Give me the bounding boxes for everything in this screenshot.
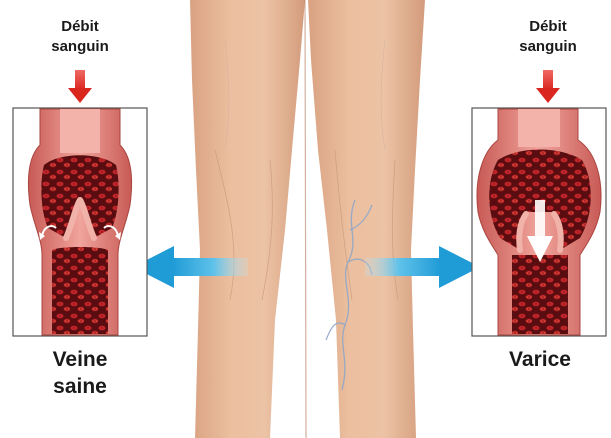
left-flow-label-line1: Débit [25, 17, 135, 37]
left-flow-arrow [68, 70, 92, 103]
legs-illustration [190, 0, 425, 438]
varicose-vein-panel [472, 108, 606, 336]
healthy-vein-caption-line1: Veine [20, 346, 140, 373]
right-flow-arrow [536, 70, 560, 103]
right-flow-label-line1: Débit [493, 17, 603, 37]
healthy-vein-panel [13, 108, 147, 336]
varicose-caption: Varice [480, 346, 600, 373]
right-flow-label-line2: sanguin [493, 37, 603, 57]
healthy-vein-caption: Veine saine [20, 346, 140, 400]
healthy-vein-caption-line2: saine [20, 373, 140, 400]
right-flow-label: Débit sanguin [493, 17, 603, 57]
left-leg [190, 0, 305, 438]
right-leg [308, 0, 425, 438]
left-flow-label-line2: sanguin [25, 37, 135, 57]
left-flow-label: Débit sanguin [25, 17, 135, 57]
